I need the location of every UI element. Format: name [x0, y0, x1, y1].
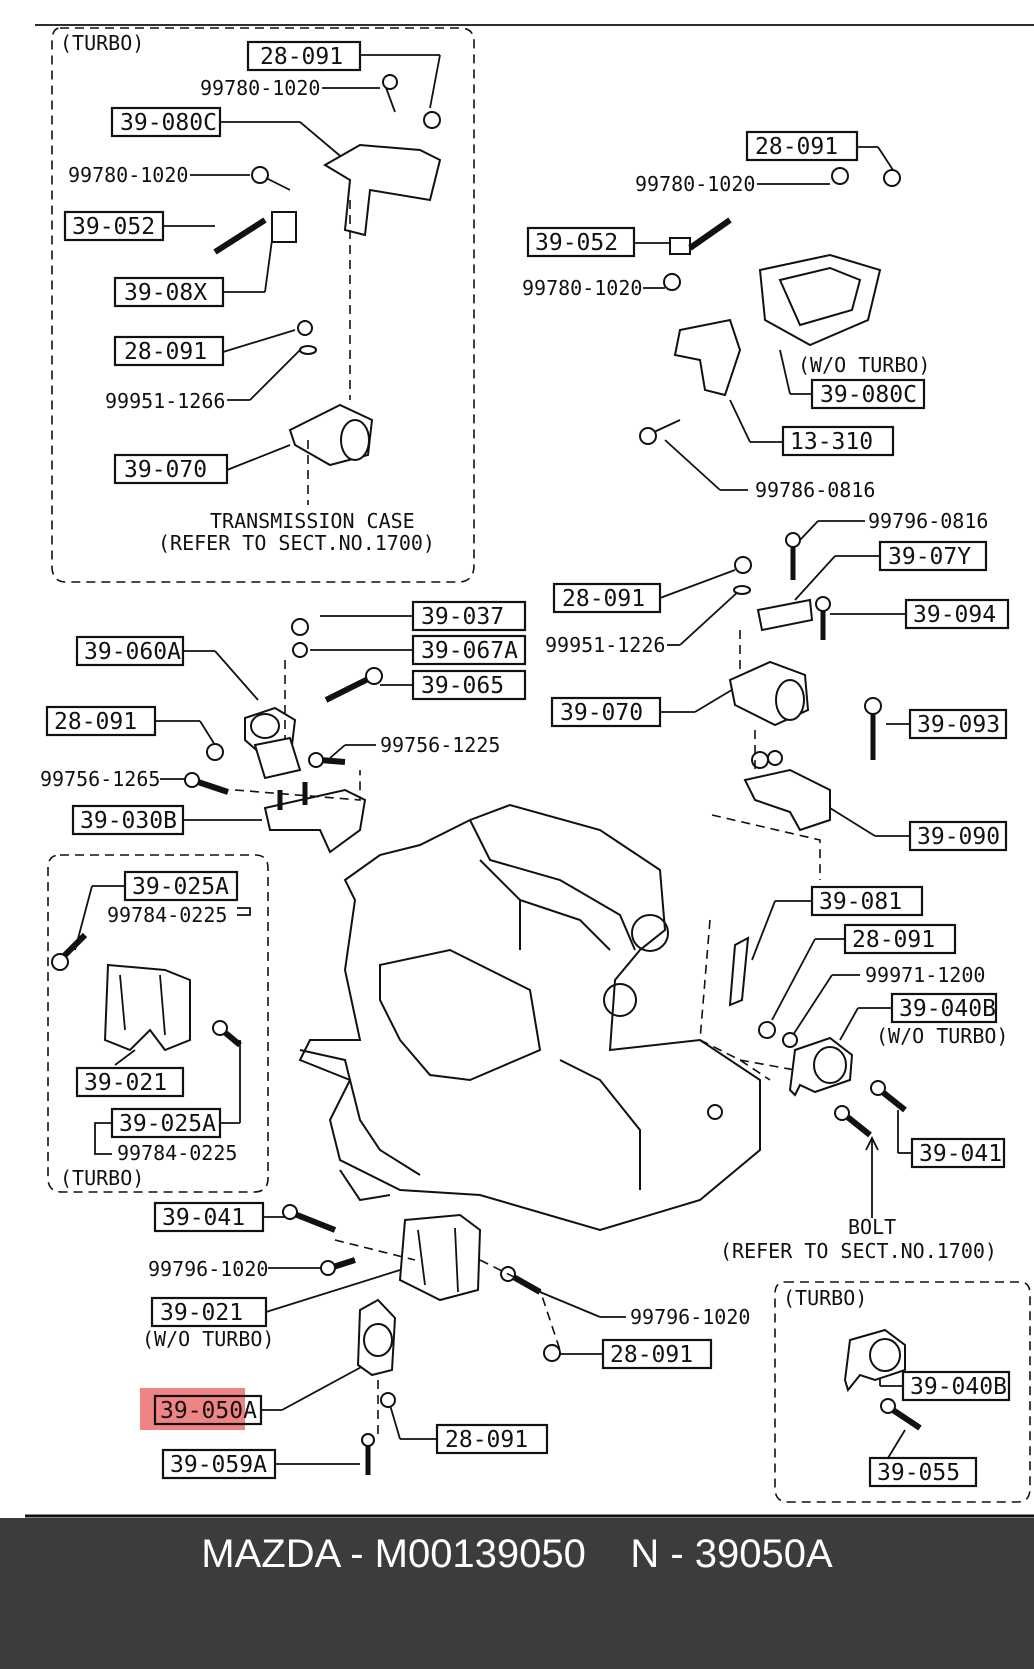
- upper-right-mount-drawing: [639, 167, 901, 445]
- left-mount-bracket-drawing: [184, 618, 383, 854]
- part-number-99780-1020: 99780-1020: [635, 172, 755, 196]
- bolt-reference: (REFER TO SECT.NO.1700): [720, 1239, 997, 1263]
- part-number-28-091: 28-091: [852, 927, 935, 953]
- part-number-99756-1225: 99756-1225: [380, 733, 500, 757]
- part-number-99756-1265: 99756-1265: [40, 767, 160, 791]
- part-number-99796-0816: 99796-0816: [868, 509, 988, 533]
- bolt-label: BOLT: [848, 1215, 896, 1239]
- part-number-99780-1020: 99780-1020: [522, 276, 642, 300]
- part-number-28-091: 28-091: [54, 709, 137, 735]
- part-number-39-052: 39-052: [72, 214, 155, 240]
- part-number-39-037: 39-037: [421, 604, 504, 630]
- part-number-99796-1020: 99796-1020: [630, 1305, 750, 1329]
- part-number-39-050A[interactable]: 39-050A: [160, 1398, 257, 1424]
- part-number-28-091: 28-091: [260, 44, 343, 70]
- part-number-99796-1020: 99796-1020: [148, 1257, 268, 1281]
- turbo-label-left: (TURBO): [60, 1166, 144, 1190]
- part-number-39-080C: 39-080C: [120, 110, 217, 136]
- part-number-99780-1020: 99780-1020: [200, 76, 320, 100]
- part-number-39-059A: 39-059A: [170, 1452, 267, 1478]
- turbo-label-right: (TURBO): [783, 1286, 867, 1310]
- part-number-28-091: 28-091: [610, 1342, 693, 1368]
- part-number-39-065: 39-065: [421, 673, 504, 699]
- part-number-39-021: 39-021: [160, 1300, 243, 1326]
- turbo-group-frame-right: [774, 1281, 1031, 1503]
- part-number-99951-1266: 99951-1266: [105, 389, 225, 413]
- part-number-39-093: 39-093: [917, 712, 1000, 738]
- part-number-28-091: 28-091: [562, 586, 645, 612]
- part-number-39-040B: 39-040B: [899, 996, 996, 1022]
- turbo-label-top: (TURBO): [60, 31, 144, 55]
- part-number-39-080C: 39-080C: [820, 382, 917, 408]
- part-number-39-094: 39-094: [913, 602, 996, 628]
- part-number-28-091: 28-091: [124, 339, 207, 365]
- part-number-39-055: 39-055: [877, 1460, 960, 1486]
- part-number-39-081: 39-081: [819, 889, 902, 915]
- turbo-group-frame-left: [47, 854, 269, 1193]
- lower-right-mount-drawing: [728, 936, 907, 1138]
- part-number-39-025A: 39-025A: [132, 874, 229, 900]
- transmission-case-reference: (REFER TO SECT.NO.1700): [158, 531, 435, 555]
- part-number-39-021: 39-021: [84, 1070, 167, 1096]
- part-number-39-040B: 39-040B: [910, 1374, 1007, 1400]
- engine-block-drawing: [298, 803, 771, 1232]
- part-number-99784-0225: 99784-0225: [117, 1141, 237, 1165]
- part-number-13-310: 13-310: [790, 429, 873, 455]
- part-number-39-08X: 39-08X: [124, 280, 207, 306]
- part-number-28-091: 28-091: [755, 134, 838, 160]
- part-number-99784-0225: 99784-0225: [107, 903, 227, 927]
- engine-mount-exploded-diagram: (TURBO) 28-091 99780-1020 39-080C 99780-…: [25, 24, 1034, 1518]
- part-number-39-090: 39-090: [917, 824, 1000, 850]
- part-number-39-052: 39-052: [535, 230, 618, 256]
- part-caption-bar: MAZDA - M00139050 N - 39050A: [0, 1518, 1034, 1669]
- transmission-case-label: TRANSMISSION CASE: [210, 509, 415, 533]
- part-number-39-060A: 39-060A: [84, 639, 181, 665]
- part-number-39-070: 39-070: [560, 700, 643, 726]
- turbo-front-mount-drawing: [843, 1328, 922, 1431]
- turbo-rear-bracket-drawing: [51, 932, 242, 1066]
- part-number-99786-0816: 99786-0816: [755, 478, 875, 502]
- without-turbo-label: (W/O TURBO): [798, 353, 930, 377]
- part-caption-text: MAZDA - M00139050 N - 39050A: [201, 1532, 833, 1576]
- part-number-39-041: 39-041: [919, 1141, 1002, 1167]
- part-number-99971-1200: 99971-1200: [865, 963, 985, 987]
- part-number-39-041: 39-041: [162, 1205, 245, 1231]
- part-number-28-091: 28-091: [445, 1427, 528, 1453]
- upper-mount-bracket-drawing: [213, 74, 442, 505]
- part-number-39-025A: 39-025A: [119, 1111, 216, 1137]
- part-number-39-07Y: 39-07Y: [888, 544, 971, 570]
- part-number-99951-1226: 99951-1226: [545, 633, 665, 657]
- without-turbo-label: (W/O TURBO): [142, 1327, 274, 1351]
- part-number-39-030B: 39-030B: [80, 808, 177, 834]
- part-number-39-067A: 39-067A: [421, 638, 518, 664]
- right-mount-bracket-drawing: [711, 532, 882, 880]
- part-number-99780-1020: 99780-1020: [68, 163, 188, 187]
- part-number-39-070: 39-070: [124, 457, 207, 483]
- lower-mount-drawing: [282, 1204, 561, 1475]
- without-turbo-label: (W/O TURBO): [876, 1024, 1008, 1048]
